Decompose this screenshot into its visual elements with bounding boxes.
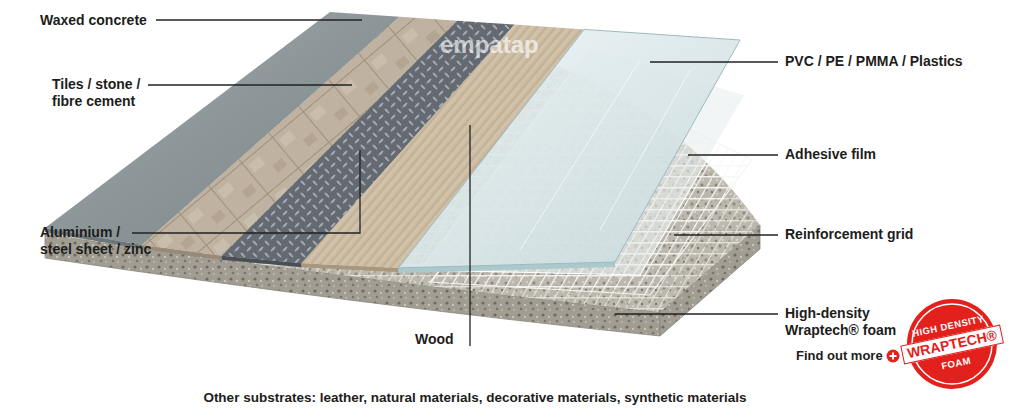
leader-line: [674, 234, 778, 235]
leader-line: [688, 154, 778, 155]
layer-label: Tiles / stone / fibre cement: [52, 76, 162, 110]
layer-label: PVC / PE / PMMA / Plastics: [785, 53, 963, 70]
layer-label: Adhesive film: [785, 146, 876, 163]
layer-label: Wood: [415, 331, 454, 348]
layer-label: Waxed concrete: [40, 12, 147, 29]
leader-line: [156, 19, 362, 20]
leader-lines: [132, 20, 778, 346]
layer-label: Aluminium / steel sheet / zinc: [40, 224, 154, 258]
badge-circle: HIGH DENSITYWRAPTECH®FOAM: [906, 298, 998, 390]
glass-highlight: [520, 60, 690, 250]
layer-label: Reinforcement grid: [785, 226, 913, 243]
plus-icon: [887, 350, 900, 363]
leader-line: [615, 313, 778, 314]
caption: Other substrates: leather, natural mater…: [75, 389, 875, 406]
plastic-sheet: [398, 29, 740, 268]
layer-label: High-density Wraptech® foam: [785, 305, 910, 339]
link-text: Find out more: [796, 348, 883, 364]
leader-line: [650, 61, 778, 62]
badge-text: FOAM: [940, 354, 972, 371]
leader-line: [148, 84, 352, 85]
leader-line: [469, 125, 470, 346]
leader-line: [132, 150, 360, 233]
badge-text-group: HIGH DENSITYWRAPTECH®FOAM: [897, 289, 1006, 398]
watermark: empatap: [440, 30, 539, 59]
